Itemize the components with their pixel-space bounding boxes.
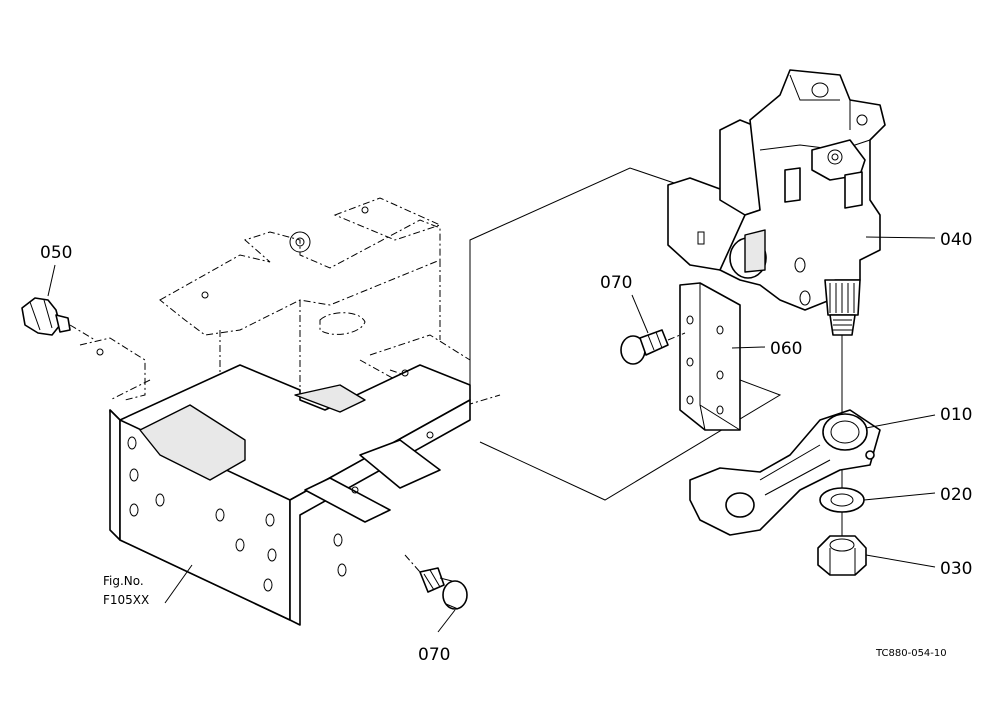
fig-ref-line1: Fig.No. [103,574,144,588]
front-frame-assembly [79,197,501,626]
drawing-code: TC880-054-10 [875,648,947,659]
callout-060: 060 [770,339,802,359]
part-020-lock-washer [819,487,865,513]
leader-lines [47,236,936,633]
callout-040: 040 [940,230,972,250]
part-030-nut [817,535,867,576]
part-050-fitting [21,297,96,341]
callout-010: 010 [940,405,972,425]
callout-050: 050 [40,243,72,263]
part-070-bolt-bottom [404,554,468,610]
part-060-plate [679,282,741,431]
fig-ref-line2: F105XX [103,593,149,607]
frame-holes [96,206,434,592]
callout-070-bottom: 070 [418,645,450,665]
callout-020: 020 [940,485,972,505]
part-040-steering-pump [667,69,886,558]
callout-070-top: 070 [600,273,632,293]
part-070-bolt-top [620,329,686,365]
part-010-steering-arm [689,409,881,536]
callout-030: 030 [940,559,972,579]
